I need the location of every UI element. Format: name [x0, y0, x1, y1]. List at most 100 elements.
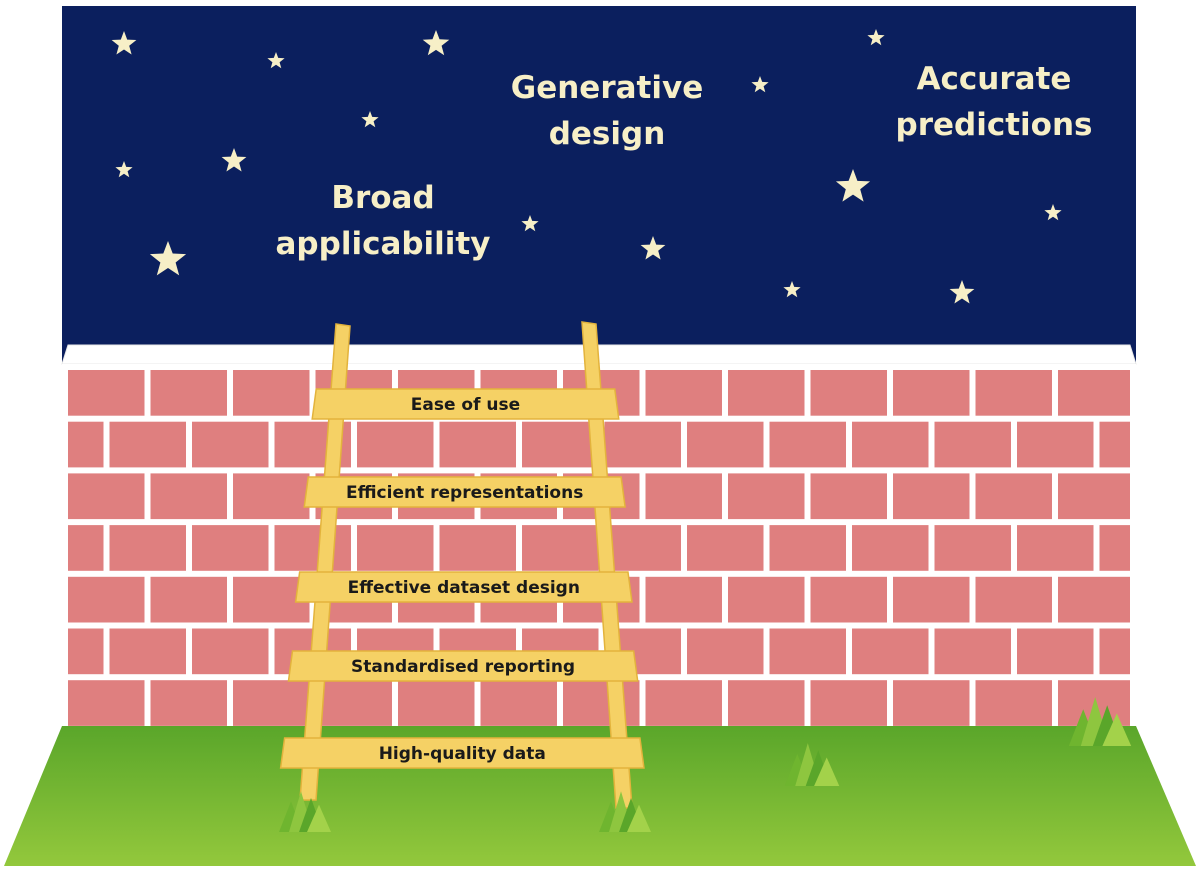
brick: [810, 576, 887, 623]
grass-tuft-icon: [599, 791, 651, 832]
brick: [975, 473, 1052, 520]
star-icon: [115, 161, 133, 178]
brick: [68, 421, 104, 468]
brick: [68, 628, 104, 675]
star-icon: [221, 148, 247, 172]
star-icon: [751, 76, 769, 93]
grass-tufts-group: [784, 697, 1132, 786]
brick: [563, 680, 640, 726]
brick: [852, 421, 929, 468]
brick: [1017, 628, 1094, 675]
brick: [233, 370, 310, 416]
brick: [852, 525, 929, 571]
goal-accurate-predictions: Accurate predictions: [896, 61, 1093, 143]
brick: [604, 421, 681, 468]
front-grass-tufts-group: [279, 791, 651, 832]
brick: [728, 680, 805, 726]
brick: [192, 421, 269, 468]
brick: [233, 680, 310, 726]
goal-accurate-predictions-line2: predictions: [896, 107, 1093, 143]
brick: [1099, 421, 1130, 468]
brick: [893, 473, 970, 520]
brick: [1058, 370, 1130, 416]
brick: [645, 576, 722, 623]
rung-label: Effective dataset design: [348, 578, 580, 598]
star-icon: [111, 31, 137, 55]
brick: [687, 421, 764, 468]
goal-generative-design: Generative design: [511, 70, 703, 152]
brick: [769, 628, 846, 675]
goal-broad-applicability-line1: Broad: [331, 180, 434, 216]
stars-group: [111, 29, 1062, 304]
star-icon: [783, 281, 801, 298]
goal-broad-applicability: Broad applicability: [276, 180, 491, 262]
brick: [975, 370, 1052, 416]
brick: [645, 680, 722, 726]
brick: [1017, 421, 1094, 468]
brick: [1058, 473, 1130, 520]
brick: [1099, 628, 1130, 675]
brick: [769, 421, 846, 468]
star-icon: [267, 52, 285, 69]
brick: [934, 421, 1011, 468]
star-icon: [1044, 204, 1062, 221]
star-icon: [149, 241, 187, 276]
star-icon: [521, 215, 539, 232]
brick: [192, 525, 269, 571]
goal-generative-design-line1: Generative: [511, 70, 703, 106]
night-sky: [62, 6, 1136, 364]
brick: [604, 525, 681, 571]
ladder-rung: Ease of use: [311, 388, 620, 420]
brick: [150, 576, 227, 623]
brick: [728, 576, 805, 623]
goal-generative-design-line2: design: [549, 116, 666, 152]
brick: [893, 370, 970, 416]
brick: [68, 370, 145, 416]
brick: [233, 473, 310, 520]
brick: [109, 628, 186, 675]
brick: [893, 680, 970, 726]
brick: [810, 680, 887, 726]
brick: [687, 525, 764, 571]
grass-tuft-icon: [279, 791, 331, 832]
brick: [852, 628, 929, 675]
brick: [934, 525, 1011, 571]
rung-label: Ease of use: [411, 395, 520, 415]
brick: [480, 680, 557, 726]
brick: [68, 525, 104, 571]
goal-accurate-predictions-line1: Accurate: [917, 61, 1072, 97]
brick: [150, 680, 227, 726]
rung-label: High-quality data: [379, 744, 546, 764]
brick: [1017, 525, 1094, 571]
brick: [274, 525, 351, 571]
brick: [728, 473, 805, 520]
brick: [810, 370, 887, 416]
brick: [687, 628, 764, 675]
star-icon: [835, 169, 871, 202]
brick: [150, 370, 227, 416]
rung-label: Standardised reporting: [351, 657, 575, 677]
brick: [439, 421, 516, 468]
brick: [68, 576, 145, 623]
brick: [522, 421, 599, 468]
ladder-rung: Effective dataset design: [294, 571, 633, 603]
ladder-rung: High-quality data: [279, 737, 645, 769]
star-icon: [361, 111, 379, 128]
brick: [109, 525, 186, 571]
brick: [893, 576, 970, 623]
brick: [68, 680, 145, 726]
grass-tuft-icon: [1068, 697, 1132, 746]
brick: [1058, 576, 1130, 623]
brick: [645, 370, 722, 416]
brick: [1099, 525, 1130, 571]
brick: [522, 525, 599, 571]
brick: [728, 370, 805, 416]
brick: [975, 576, 1052, 623]
grass-tuft-icon: [784, 743, 840, 786]
brick: [357, 525, 434, 571]
rung-label: Efficient representations: [346, 483, 583, 503]
star-icon: [949, 280, 975, 304]
